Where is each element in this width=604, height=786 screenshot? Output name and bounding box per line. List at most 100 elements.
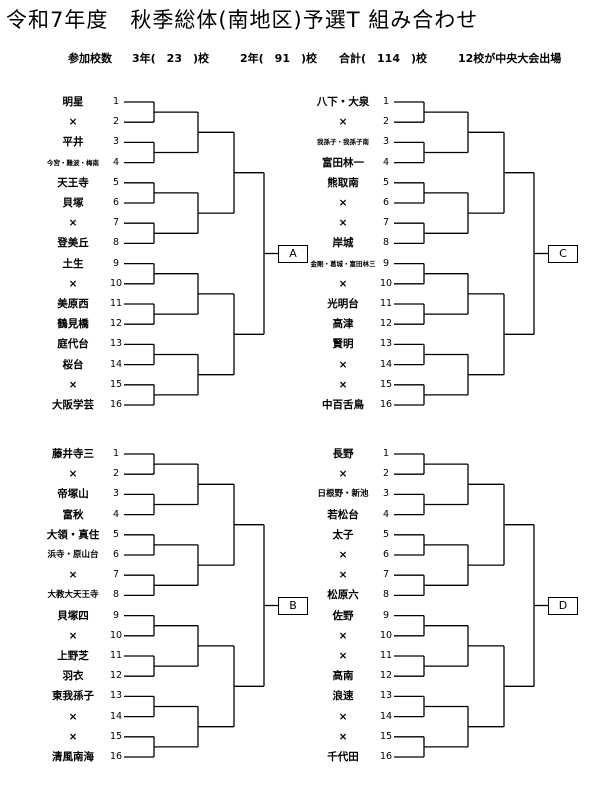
- seed-number: 2: [382, 468, 390, 480]
- seed-number: 15: [110, 378, 123, 390]
- seed-number: 12: [380, 670, 393, 682]
- team-name: 高南: [332, 670, 354, 683]
- seed-number: 16: [110, 399, 123, 410]
- seed-number: 13: [110, 690, 123, 702]
- seed-number: 8: [112, 237, 120, 249]
- seed-number: 3: [112, 488, 120, 500]
- team-name: 金剛・葛城・富田林三: [310, 259, 376, 268]
- seed-number: 9: [112, 609, 120, 621]
- participation-summary: 参加校数 3年( 23 )校 2年( 91 )校 合計( 114 )校 12校が…: [0, 50, 604, 66]
- team-name: 日根野・新池: [317, 489, 369, 500]
- team-name: 帝塚山: [57, 488, 89, 501]
- seed-number: 11: [380, 298, 393, 309]
- seed-number: 8: [382, 589, 390, 601]
- seed-number: 7: [382, 217, 390, 229]
- seed-number: 13: [380, 690, 393, 702]
- seed-number: 2: [112, 116, 120, 128]
- seed-number: 7: [112, 217, 120, 229]
- seed-number: 10: [380, 629, 393, 641]
- qualify-note: 12校が中央大会出場: [458, 52, 562, 65]
- seed-number: 16: [380, 751, 393, 762]
- team-name: 大教大天王寺: [47, 590, 99, 601]
- seed-number: 1: [382, 96, 390, 107]
- seed-number: 10: [110, 277, 123, 289]
- team-name: ×: [68, 217, 78, 230]
- seed-number: 11: [110, 298, 123, 309]
- seed-number: 10: [380, 277, 393, 289]
- seed-number: 14: [380, 710, 393, 722]
- seed-number: 5: [112, 528, 120, 540]
- team-name: 今宮・難波・梅南: [47, 158, 99, 167]
- team-name: ×: [338, 730, 348, 743]
- team-name: ×: [68, 569, 78, 582]
- team-name: ×: [68, 116, 78, 129]
- seed-number: 6: [382, 549, 390, 560]
- seed-number: 6: [382, 197, 390, 208]
- seed-number: 4: [112, 508, 120, 520]
- participants-label: 参加校数: [68, 52, 112, 65]
- team-name: 我孫子・我孫子南: [317, 138, 369, 147]
- team-name: ×: [338, 650, 348, 662]
- seed-number: 3: [382, 136, 390, 148]
- seed-number: 6: [112, 549, 120, 560]
- team-name: 大阪学芸: [52, 399, 94, 411]
- team-name: 高津: [332, 318, 354, 331]
- team-name: ×: [338, 277, 348, 290]
- grade3-count: 3年( 23 )校: [132, 52, 210, 65]
- team-name: ×: [338, 116, 348, 129]
- team-name: 美原西: [57, 298, 89, 310]
- block-label: B: [278, 596, 308, 615]
- bracket-lines: [394, 453, 548, 758]
- team-name: 平井: [62, 136, 84, 149]
- team-name: 八下・大泉: [316, 96, 370, 108]
- team-name: 庭代台: [57, 338, 89, 351]
- team-name: 光明台: [327, 298, 359, 310]
- seed-number: 4: [382, 156, 390, 168]
- team-name: ×: [68, 277, 78, 290]
- team-name: 桜台: [62, 358, 84, 371]
- seed-number: 13: [110, 338, 123, 350]
- seed-number: 2: [382, 116, 390, 128]
- team-name: ×: [338, 217, 348, 230]
- seed-number: 7: [112, 569, 120, 581]
- block-label: D: [548, 596, 578, 615]
- seed-number: 9: [382, 609, 390, 621]
- seed-number: 11: [110, 650, 123, 661]
- team-name: 中百舌鳥: [322, 399, 364, 411]
- team-name: ×: [338, 549, 348, 561]
- team-name: 富秋: [62, 508, 84, 521]
- team-name: 明星: [62, 96, 84, 108]
- seed-number: 6: [112, 197, 120, 208]
- seed-number: 12: [110, 318, 123, 330]
- seed-number: 11: [380, 650, 393, 661]
- team-name: 大領・真住: [46, 528, 100, 541]
- team-name: 上野芝: [57, 650, 89, 662]
- seed-number: 7: [382, 569, 390, 581]
- seed-number: 12: [110, 670, 123, 682]
- seed-number: 5: [112, 176, 120, 188]
- seed-number: 15: [380, 730, 393, 742]
- block-label: C: [548, 244, 578, 263]
- total-count: 合計( 114 )校: [339, 52, 428, 65]
- team-name: 佐野: [332, 609, 354, 622]
- team-name: ×: [68, 710, 78, 723]
- team-name: 東我孫子: [52, 690, 94, 703]
- team-name: ×: [338, 378, 348, 391]
- team-name: 岸城: [332, 237, 354, 250]
- team-name: ×: [338, 569, 348, 582]
- seed-number: 16: [110, 751, 123, 762]
- team-name: 熊取南: [327, 176, 359, 189]
- team-name: 貝塚四: [57, 609, 89, 622]
- team-name: 若松台: [327, 508, 359, 521]
- seed-number: 1: [112, 448, 120, 459]
- team-name: 登美丘: [57, 237, 89, 250]
- team-name: 千代田: [327, 751, 359, 763]
- seed-number: 4: [382, 508, 390, 520]
- team-name: ×: [68, 730, 78, 743]
- seed-number: 5: [382, 528, 390, 540]
- seed-number: 14: [110, 358, 123, 370]
- team-name: 鶴見橋: [57, 318, 89, 331]
